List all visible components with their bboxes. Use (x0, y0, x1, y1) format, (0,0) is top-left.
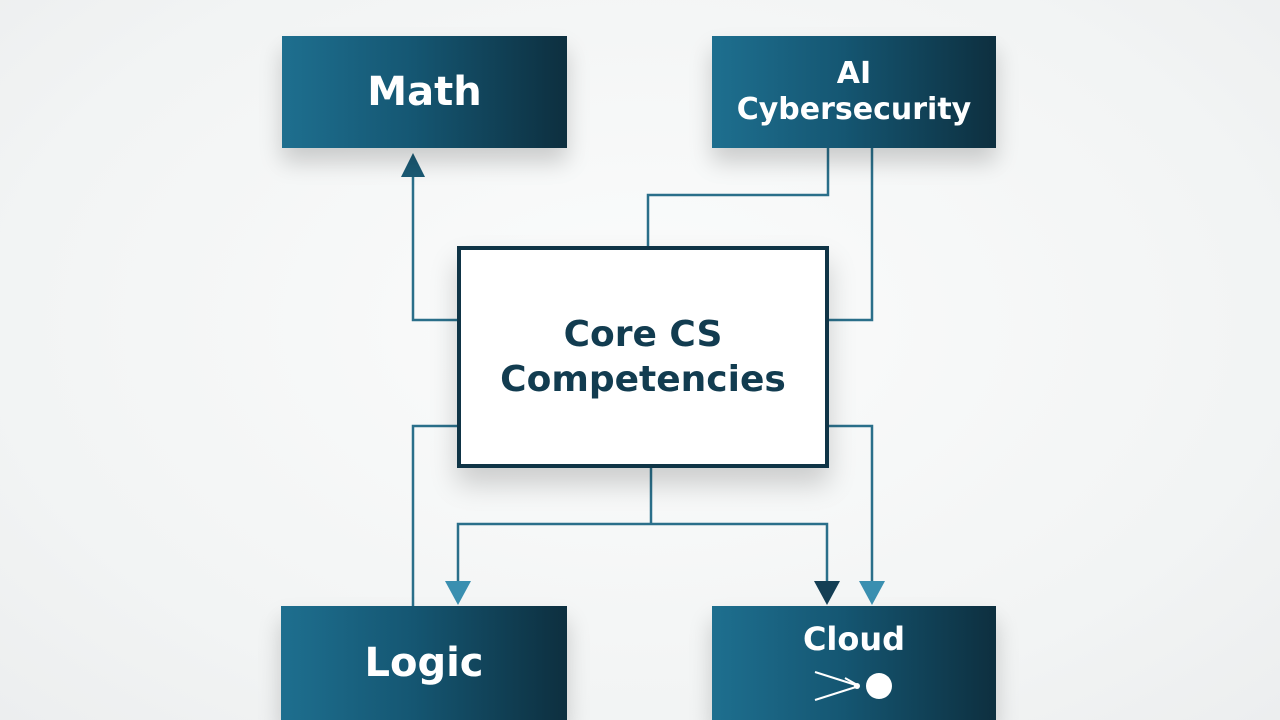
connector-bottom-branch-right (651, 522, 829, 582)
arrowhead-math (401, 153, 425, 177)
node-logic-label: Logic (364, 640, 484, 686)
core-label-line1: Core CS (563, 314, 723, 355)
connector-center-right-upper (829, 148, 874, 322)
connector-center-right-lower (829, 424, 874, 582)
connector-bottom-branch-left (456, 522, 651, 582)
core-label-line2: Competencies (500, 359, 786, 400)
node-cloud-label: Cloud (802, 620, 906, 658)
cloud-network-icon (814, 671, 892, 702)
node-cloud[interactable]: Cloud (712, 606, 996, 720)
node-math[interactable]: Math (282, 36, 567, 148)
node-ai-label: AI (836, 56, 872, 91)
connector-center-to-logic (411, 424, 457, 606)
connector-center-to-math (411, 176, 457, 322)
arrowhead-cloud-left (814, 581, 840, 605)
connector-center-to-ai-cybersecurity (646, 148, 830, 246)
node-logic[interactable]: Logic (281, 606, 567, 720)
node-cybersecurity-label: Cybersecurity (736, 92, 972, 127)
arrowhead-cloud-right (859, 581, 885, 605)
node-core-cs-competencies[interactable]: Core CS Competencies (457, 246, 829, 468)
node-math-label: Math (367, 69, 482, 115)
arrowhead-logic (445, 581, 471, 605)
node-ai-cybersecurity[interactable]: AI Cybersecurity (712, 36, 996, 148)
